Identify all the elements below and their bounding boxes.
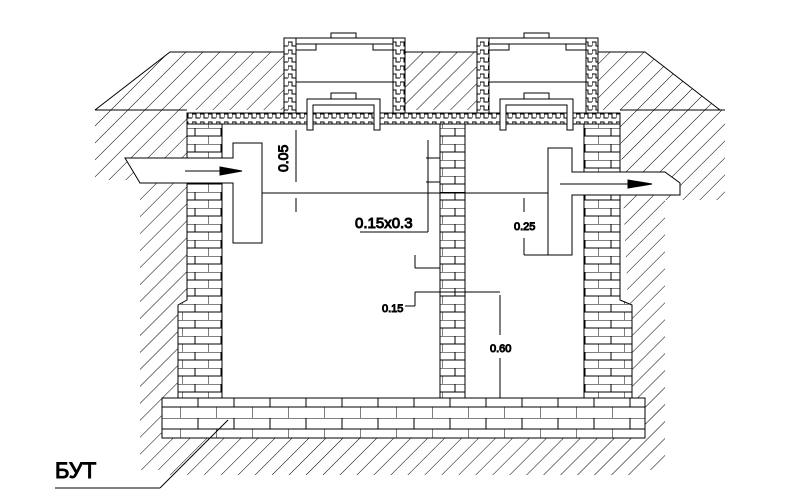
svg-text:0.25: 0.25 xyxy=(514,221,535,233)
dimension-0-60: 0.60 xyxy=(490,295,512,398)
foundation-label: БУТ xyxy=(55,419,229,489)
outlet-arrow-icon xyxy=(560,179,653,189)
foundation-base xyxy=(161,397,646,439)
partition-wall xyxy=(439,123,466,399)
dimension-0-15: 0.15 xyxy=(382,255,500,316)
dimension-0-25: 0.25 xyxy=(514,198,548,256)
svg-text:0.15: 0.15 xyxy=(382,303,403,315)
soil-surrounding xyxy=(95,109,745,500)
manhole-right xyxy=(476,32,599,131)
svg-text:0.60: 0.60 xyxy=(490,343,511,355)
cover-slab xyxy=(186,112,621,125)
outlet-pipe xyxy=(547,147,681,256)
inlet-pipe xyxy=(124,142,263,244)
svg-text:0.05: 0.05 xyxy=(275,145,291,172)
inlet-arrow-icon xyxy=(185,166,243,176)
manhole-left xyxy=(283,32,406,131)
dimension-0-05: 0.05 xyxy=(275,130,297,212)
svg-text:БУТ: БУТ xyxy=(55,458,96,483)
soil-mound xyxy=(94,51,721,111)
svg-text:0.15x0.3: 0.15x0.3 xyxy=(355,215,413,232)
dimension-0-15x0-3: 0.15x0.3 xyxy=(355,140,440,233)
